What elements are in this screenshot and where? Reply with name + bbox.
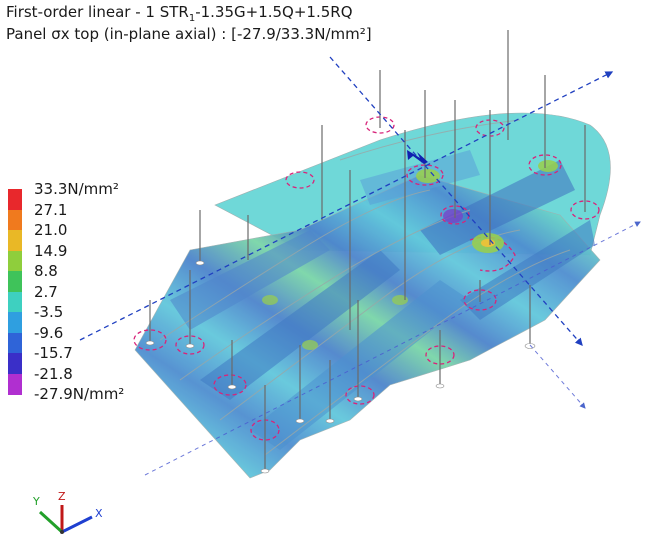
- legend-swatch: [8, 271, 22, 293]
- direction-arrow-icon: [407, 150, 428, 164]
- legend-swatch: [8, 230, 22, 252]
- legend-label: 2.7: [34, 282, 58, 301]
- legend-label: 14.9: [34, 241, 68, 260]
- secondary-axis-lines: [144, 221, 641, 476]
- legend-label: -9.6: [34, 323, 64, 342]
- legend-swatch: [8, 250, 22, 272]
- legend-label: -15.7: [34, 344, 73, 362]
- legend-swatch: [8, 312, 22, 334]
- legend-label: -27.9N/mm²: [34, 385, 125, 403]
- legend-label: 8.8: [34, 262, 58, 280]
- axis-x-label: X: [95, 507, 103, 520]
- axis-y-label: Y: [32, 495, 40, 508]
- legend-swatch: [8, 189, 22, 211]
- peak-regions: [262, 160, 558, 350]
- axis-z-label: Z: [58, 490, 66, 503]
- legend-swatch: [8, 291, 22, 313]
- legend-label: 21.0: [34, 221, 68, 239]
- legend-label: 27.1: [34, 200, 68, 219]
- legend-label: -21.8: [34, 364, 73, 383]
- legend-swatch: [8, 353, 22, 375]
- legend-swatch: [8, 209, 22, 231]
- local-axis-lines: [79, 56, 614, 346]
- legend-label: 33.3N/mm²: [34, 180, 119, 198]
- axis-triad-icon: Y Z X: [32, 490, 103, 534]
- result-title: First-order linear - 1 STR1-1.35G+1.5Q+1…: [6, 3, 353, 24]
- legend-label: -3.5: [34, 303, 64, 321]
- legend-swatch: [8, 332, 22, 354]
- support-feet: [145, 260, 536, 474]
- result-subtitle: Panel σx top (in-plane axial) : [-27.9/3…: [6, 25, 372, 43]
- legend-swatch: [8, 373, 22, 395]
